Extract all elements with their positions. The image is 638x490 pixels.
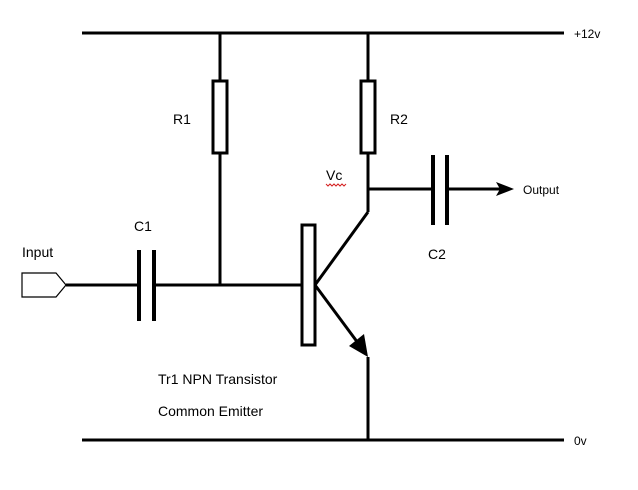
transistor-collector-lead <box>313 211 370 286</box>
capacitor-c1 <box>137 250 156 321</box>
capacitor-c2 <box>431 155 449 225</box>
ground-rail-label: 0v <box>574 434 587 448</box>
transistor-description: Tr1 NPN Transistor <box>158 371 278 387</box>
input-label: Input <box>22 244 53 260</box>
input-port <box>21 272 67 298</box>
transistor-emitter-lead <box>313 284 360 344</box>
c2-label: C2 <box>428 246 446 262</box>
r2-label: R2 <box>390 111 408 127</box>
emitter-arrow-icon <box>349 334 368 357</box>
transistor-base-bar <box>300 223 317 347</box>
r1-label: R1 <box>173 111 191 127</box>
configuration-label: Common Emitter <box>158 403 263 419</box>
positive-rail-label: +12v <box>574 27 600 41</box>
spellcheck-underline <box>325 183 347 187</box>
c1-label: C1 <box>134 218 152 234</box>
output-arrow-icon <box>496 182 514 196</box>
transistor-tr1 <box>300 211 370 440</box>
r1-body <box>211 79 229 155</box>
output-label: Output <box>523 183 560 197</box>
vc-label: Vc <box>326 167 342 183</box>
r2-body <box>359 79 377 155</box>
resistor-r2 <box>359 33 377 212</box>
resistor-r1 <box>211 33 229 285</box>
